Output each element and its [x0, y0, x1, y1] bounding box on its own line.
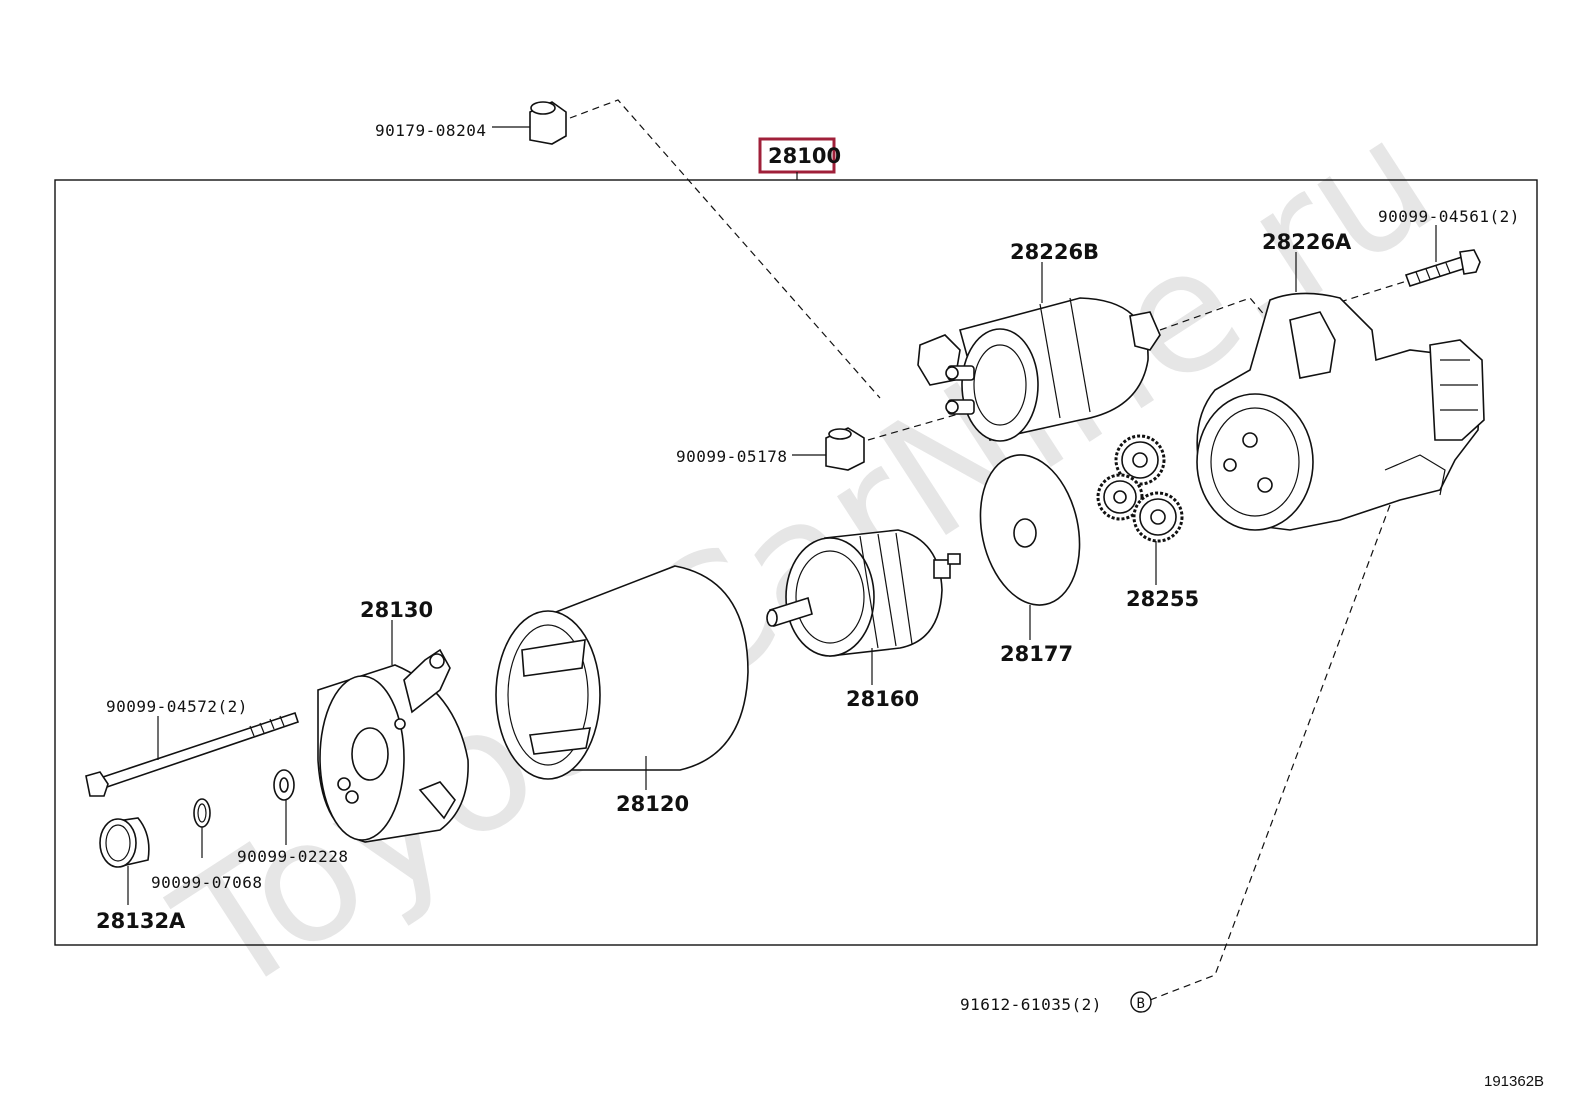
- armature[interactable]: [766, 529, 961, 657]
- label-bolt-top-right: 90099-04561(2): [1378, 207, 1520, 226]
- gears[interactable]: [1096, 434, 1184, 543]
- washer[interactable]: [273, 769, 295, 801]
- label-screw-bottom: 91612-61035(2): [960, 995, 1102, 1014]
- assembly-number[interactable]: 28100: [768, 144, 841, 168]
- screw-marker-letter: B: [1137, 996, 1146, 1012]
- assembly-frame: [54, 179, 1538, 946]
- plate[interactable]: [967, 446, 1093, 615]
- label-cap: 28132A: [96, 909, 186, 933]
- label-nut-top: 90179-08204: [375, 121, 486, 140]
- label-yoke: 28120: [616, 792, 689, 816]
- bolt-left[interactable]: [85, 711, 300, 797]
- nut-mid[interactable]: [825, 427, 865, 471]
- housing[interactable]: [1196, 292, 1485, 531]
- label-armature: 28160: [846, 687, 919, 711]
- label-clip: 90099-07068: [151, 873, 262, 892]
- yoke[interactable]: [495, 565, 749, 780]
- clip[interactable]: [193, 798, 211, 828]
- figure-code: 191362B: [1484, 1073, 1544, 1090]
- label-solenoid: 28226B: [1010, 240, 1099, 264]
- nut-top[interactable]: [529, 101, 567, 145]
- label-plate: 28177: [1000, 642, 1073, 666]
- screw-marker-circle[interactable]: [1130, 991, 1152, 1013]
- cap[interactable]: [99, 817, 150, 868]
- dash-line-top: [569, 99, 881, 399]
- solenoid[interactable]: [917, 297, 1161, 442]
- label-nut-mid: 90099-05178: [676, 447, 787, 466]
- label-bolt-left: 90099-04572(2): [106, 697, 248, 716]
- label-housing: 28226A: [1262, 230, 1352, 254]
- label-end-frame: 28130: [360, 598, 433, 622]
- dash-line-screw: [1149, 504, 1391, 1001]
- label-washer: 90099-02228: [237, 847, 348, 866]
- dash-line-bolt: [1339, 279, 1411, 303]
- label-gears: 28255: [1126, 587, 1199, 611]
- bolt-top-right[interactable]: [1404, 249, 1481, 287]
- end-frame[interactable]: [317, 648, 469, 843]
